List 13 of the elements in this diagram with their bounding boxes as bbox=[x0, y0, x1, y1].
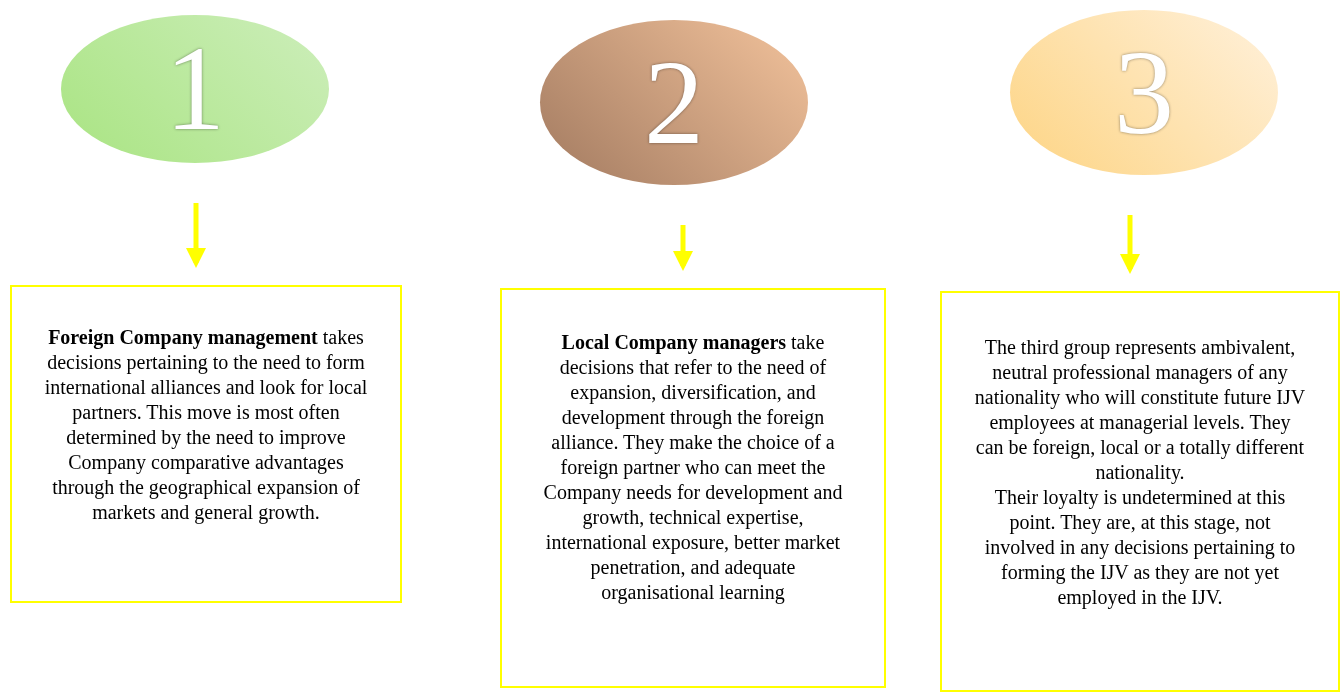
text-box bbox=[500, 288, 886, 688]
description-text: Foreign Company management takes decisions pertaining to the need to form international alliances and look for local partners. This move is most often determined by the need to improve Company comparative advantages through the geographical expansion of markets and general growth. bbox=[44, 325, 368, 525]
step-number: 1 bbox=[165, 29, 225, 149]
text-box bbox=[10, 285, 402, 603]
step-number: 3 bbox=[1114, 32, 1174, 153]
arrow bbox=[1120, 215, 1140, 274]
description-text: Local Company managers take decisions that refer to the need of expansion, diversification, and development through the foreign alliance. They make the choice of a foreign partner who can meet the Company needs for development and growth, technical expertise, international exposure, better market penetration, and adequate organisational learning bbox=[542, 330, 844, 605]
description-text: The third group represents ambivalent, neutral professional managers of any nationality who will constitute future IJV employees at managerial levels. They can be foreign, local or a totally different nationality. bbox=[974, 335, 1306, 485]
text-box bbox=[940, 291, 1340, 692]
arrow bbox=[673, 225, 693, 271]
step-number: 2 bbox=[644, 42, 704, 163]
description-text: Their loyalty is undetermined at this point. They are, at this stage, not involved in any decisions pertaining to forming the IJV as they are not yet employed in the IJV. bbox=[983, 485, 1297, 610]
arrow bbox=[186, 203, 206, 268]
